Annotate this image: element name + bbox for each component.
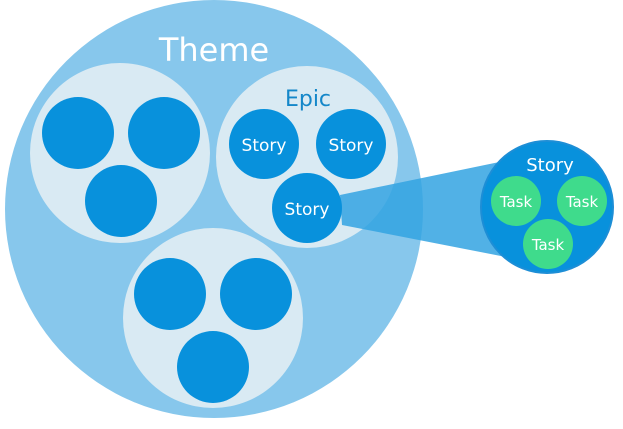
epic-label: Epic bbox=[285, 87, 331, 112]
task-label: Task bbox=[565, 193, 599, 211]
story-label: Story bbox=[242, 136, 287, 156]
zoom-story-circle bbox=[480, 140, 614, 274]
task-circle bbox=[557, 176, 607, 226]
story-label: Story bbox=[285, 200, 330, 220]
task-circle bbox=[491, 176, 541, 226]
item-circle bbox=[85, 165, 157, 237]
story-label: Story bbox=[329, 136, 374, 156]
theme-label: Theme bbox=[158, 31, 269, 69]
item-circle bbox=[128, 97, 200, 169]
task-circle bbox=[523, 219, 573, 269]
task-label: Task bbox=[499, 193, 533, 211]
item-circle bbox=[42, 97, 114, 169]
story-circle-zoomed bbox=[272, 173, 342, 243]
zoom-story-label: Story bbox=[526, 155, 574, 176]
story-circle bbox=[316, 109, 386, 179]
task-label: Task bbox=[531, 236, 565, 254]
item-circle bbox=[220, 258, 292, 330]
item-circle bbox=[134, 258, 206, 330]
story-circle bbox=[229, 109, 299, 179]
item-circle bbox=[177, 331, 249, 403]
